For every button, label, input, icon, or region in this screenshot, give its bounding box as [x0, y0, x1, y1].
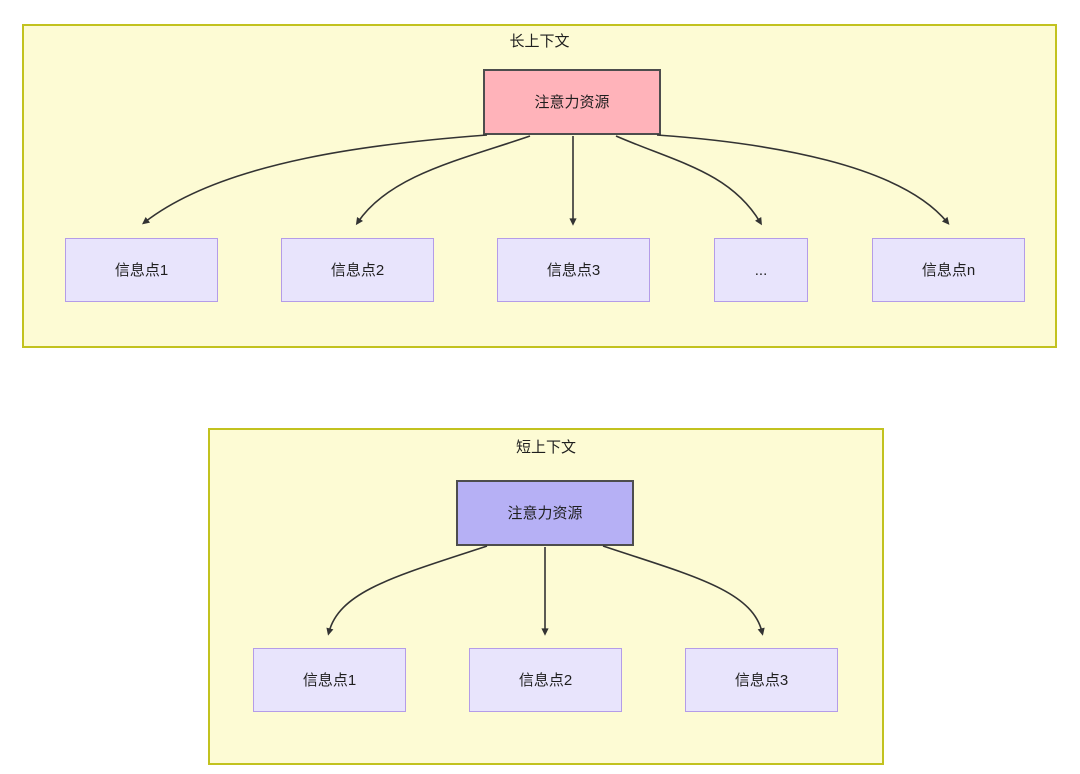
node-info-point-1-short[interactable]: 信息点1: [253, 648, 406, 712]
node-info-point-3-long[interactable]: 信息点3: [497, 238, 650, 302]
node-label: 信息点n: [921, 261, 976, 279]
panel-long-context-title: 长上下文: [509, 33, 570, 50]
panel-short-context-title: 短上下文: [515, 439, 576, 456]
node-info-point-2-short[interactable]: 信息点2: [469, 648, 622, 712]
node-attention-resource-long[interactable]: 注意力资源: [483, 69, 661, 135]
node-info-point-3-short[interactable]: 信息点3: [685, 648, 838, 712]
node-info-point-ellipsis-long[interactable]: ...: [714, 238, 808, 302]
node-label: 信息点2: [330, 261, 385, 279]
node-label: 信息点1: [114, 261, 169, 279]
node-attention-resource-short[interactable]: 注意力资源: [456, 480, 634, 546]
panel-short-context: 短上下文: [208, 428, 884, 765]
node-label: ...: [754, 261, 768, 279]
node-label: 注意力资源: [507, 504, 583, 522]
node-info-point-1-long[interactable]: 信息点1: [65, 238, 218, 302]
node-label: 注意力资源: [534, 93, 610, 111]
node-label: 信息点1: [302, 671, 357, 689]
node-info-point-n-long[interactable]: 信息点n: [872, 238, 1025, 302]
node-label: 信息点2: [518, 671, 573, 689]
node-info-point-2-long[interactable]: 信息点2: [281, 238, 434, 302]
node-label: 信息点3: [734, 671, 789, 689]
node-label: 信息点3: [546, 261, 601, 279]
